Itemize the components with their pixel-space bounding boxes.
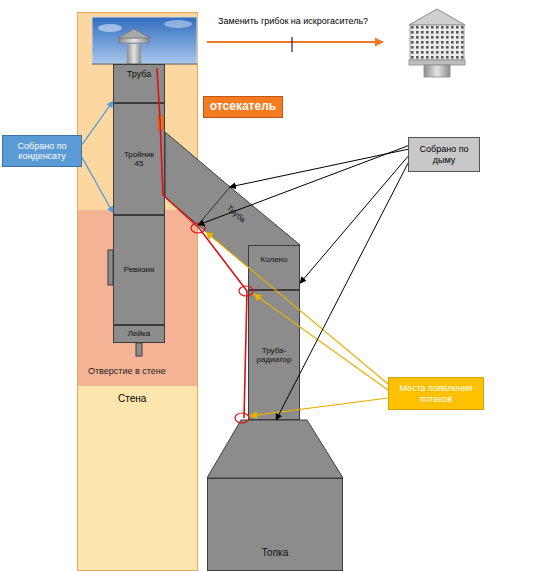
chimney-photo [92,17,197,64]
tee-fitting: Тройник 45 [113,103,165,215]
callout-text: Собрано по конденсату [6,141,78,162]
connector-arrow [300,156,408,283]
wall-band [77,386,198,571]
leak-circle [235,413,249,423]
pipe-label: Труба [127,69,151,79]
callout-text: отсекатель [210,100,276,114]
connector-arrow [82,157,113,212]
radiator-pipe: Труба-радиатор [248,290,300,420]
pipe-label: Ревизия [124,265,155,274]
spark-arrester-picture [409,9,465,77]
connector-arrow [82,101,113,145]
drain-cap: Лейка [113,325,165,343]
firebox-hood [207,420,343,478]
pointer-arrow [207,41,383,43]
tick-mark [292,37,293,52]
wall-opening [77,210,198,386]
inspection-pipe: Ревизия [113,215,165,325]
pipe-section: Труба [113,64,165,103]
pipe-label: Тройник 45 [120,150,158,168]
drain-spout [136,343,142,356]
elbow: Колено [248,245,300,290]
callout-box: Собрано по дыму [408,137,480,172]
firebox: Топка [207,478,343,571]
callout-box: Места появления потеков [388,377,484,410]
callout-text: Места появления потеков [391,383,481,404]
pipe-label: Топка [262,547,288,559]
note-label: Заменить грибок на искрогаситель? [218,16,368,26]
pipe-label: Колено [261,255,288,264]
note-box: отсекатель [203,96,283,118]
note-label: Стена [118,393,146,405]
callout-text: Собрано по дыму [411,144,477,165]
wall-outline [78,13,198,571]
connector-arrow [230,149,408,187]
connector-arrow [198,146,408,225]
pipe-label: Труба-радиатор [252,346,296,364]
pipe-label: Лейка [128,329,150,338]
note-label: Отверстие в стене [88,366,166,376]
callout-box: Собрано по конденсату [2,135,82,167]
